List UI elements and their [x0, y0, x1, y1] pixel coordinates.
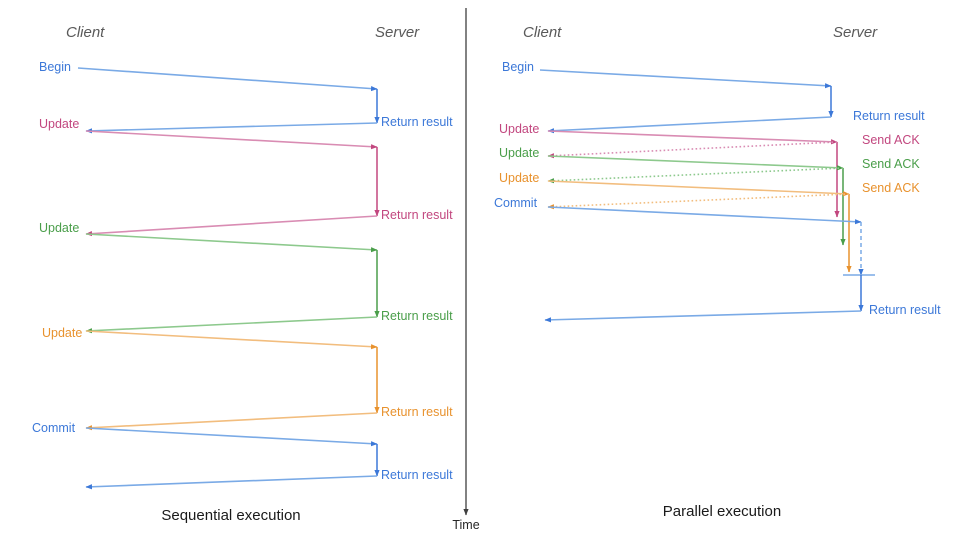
- par-upd3-ack: [547, 193, 850, 210]
- sequential-caption: Sequential execution: [161, 507, 300, 524]
- par-begin-response: [547, 116, 832, 134]
- seq-label-ret3: Return result: [381, 309, 453, 323]
- seq-upd2-request: [85, 233, 378, 253]
- par-label-ret2: Return result: [869, 303, 941, 317]
- left-lane-label-server: Server: [375, 24, 420, 41]
- par-begin-request: [539, 69, 832, 89]
- seq-label-ret4: Return result: [381, 405, 453, 419]
- par-label-commit: Commit: [494, 196, 538, 210]
- seq-label-begin: Begin: [39, 60, 71, 74]
- par-commit-response: [544, 310, 862, 323]
- par-label-upd3: Update: [499, 171, 539, 185]
- seq-label-commit: Commit: [32, 421, 76, 435]
- seq-begin-response: [85, 122, 378, 134]
- par-label-begin: Begin: [502, 60, 534, 74]
- par-label-ack1: Send ACK: [862, 133, 920, 147]
- right-lane-label-client: Client: [523, 24, 562, 41]
- seq-label-upd1: Update: [39, 117, 79, 131]
- seq-upd3-response: [85, 412, 378, 431]
- seq-label-ret1: Return result: [381, 115, 453, 129]
- par-label-upd1: Update: [499, 122, 539, 136]
- par-upd1-request: [547, 130, 838, 145]
- seq-commit-request: [85, 427, 378, 447]
- time-axis-label: Time: [452, 518, 479, 532]
- parallel-caption: Parallel execution: [663, 503, 781, 520]
- seq-label-upd3: Update: [42, 326, 82, 340]
- par-upd2-request: [547, 155, 844, 171]
- seq-upd2-response: [85, 316, 378, 334]
- seq-commit-response: [85, 475, 378, 490]
- seq-label-upd2: Update: [39, 221, 79, 235]
- sequential-arrow-group: [77, 67, 380, 490]
- seq-label-ret2: Return result: [381, 208, 453, 222]
- par-upd3-request: [547, 180, 850, 197]
- right-lane-label-server: Server: [833, 24, 878, 41]
- par-upd2-ack: [547, 167, 844, 184]
- par-upd1-ack: [547, 141, 838, 159]
- seq-upd3-request: [85, 330, 378, 350]
- par-label-ack3: Send ACK: [862, 181, 920, 195]
- parallel-arrow-group: [539, 69, 875, 323]
- par-label-ack2: Send ACK: [862, 157, 920, 171]
- seq-upd1-response: [85, 215, 378, 237]
- par-label-upd2: Update: [499, 146, 539, 160]
- left-lane-label-client: Client: [66, 24, 105, 41]
- seq-begin-request: [77, 67, 378, 92]
- par-commit-request: [547, 206, 862, 225]
- seq-upd1-request: [85, 130, 378, 150]
- par-label-ret1: Return result: [853, 109, 925, 123]
- seq-label-ret5: Return result: [381, 468, 453, 482]
